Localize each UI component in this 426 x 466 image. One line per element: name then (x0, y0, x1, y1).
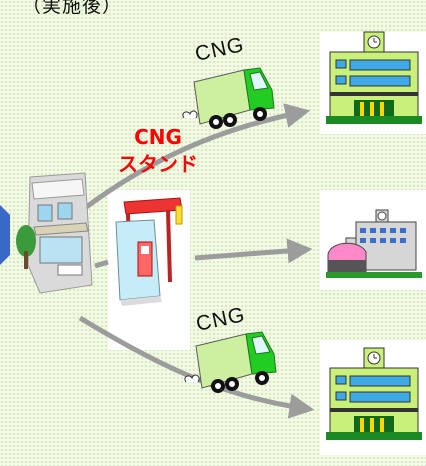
shop-building-icon (0, 165, 100, 299)
arrow-bottom (78, 315, 315, 419)
station-label-line1: CNG (134, 125, 182, 149)
arrow-top (83, 103, 311, 211)
station-label-line2: スタンド (118, 152, 198, 176)
school-building-icon (326, 30, 422, 134)
arrow-middle (194, 238, 313, 264)
cng-station-label: CNG スタンド (108, 124, 208, 178)
cng-station-icon (110, 196, 190, 310)
gymnasium-building-icon (326, 208, 422, 284)
page-title: （実施後） (22, 0, 123, 17)
arrow-source-to-station (94, 259, 109, 269)
delivery-truck-icon (182, 326, 282, 406)
school-building-icon (326, 346, 422, 450)
delivery-truck-icon (180, 62, 280, 142)
